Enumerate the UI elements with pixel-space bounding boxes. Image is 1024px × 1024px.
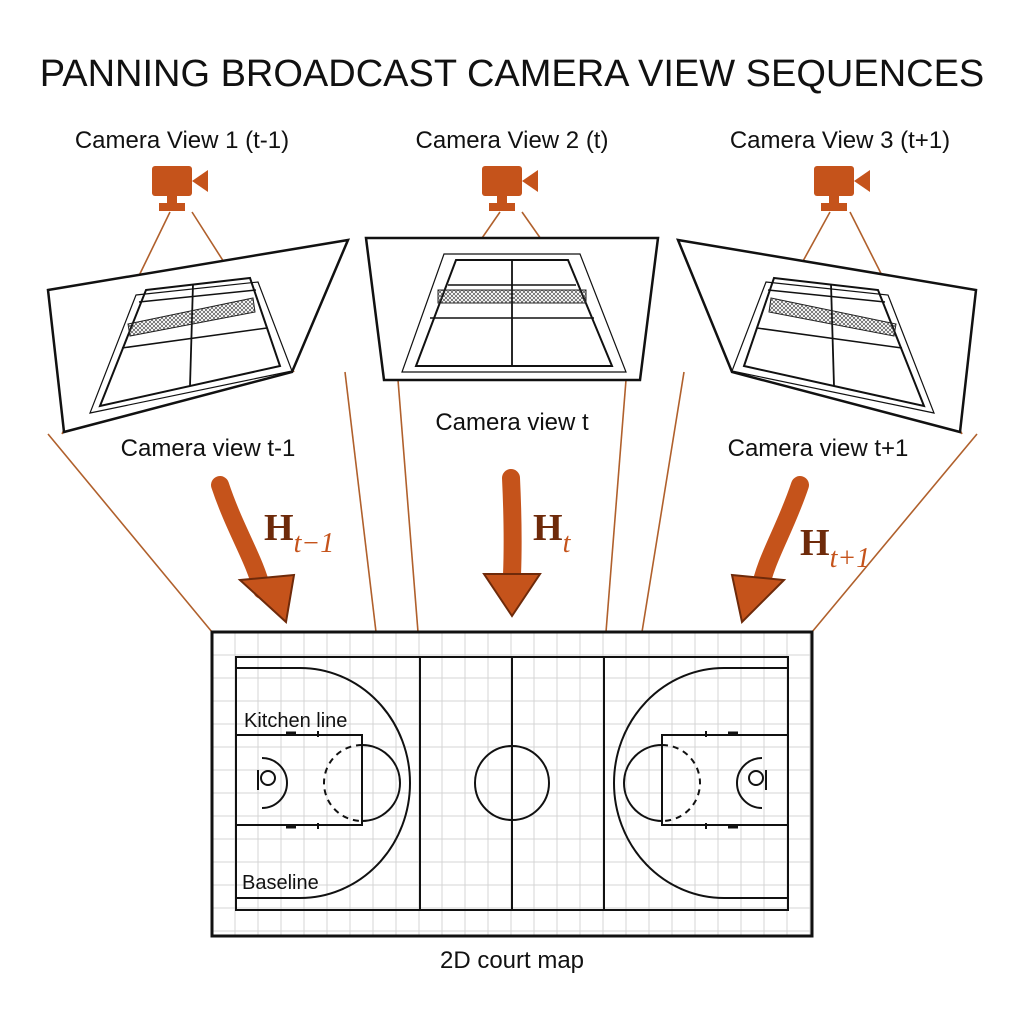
video-camera-icon <box>482 166 538 211</box>
net <box>127 297 256 337</box>
camera-3-header: Camera View 3 (t+1) <box>730 127 950 154</box>
baseline-label: Baseline <box>242 872 319 894</box>
kitchen-line-label: Kitchen line <box>244 710 347 732</box>
homography-arrow-3 <box>730 476 809 625</box>
court-map-caption: 2D court map <box>440 947 584 974</box>
camera-3-caption: Camera view t+1 <box>728 435 909 462</box>
camera-2-header: Camera View 2 (t) <box>416 127 609 154</box>
video-camera-icon <box>152 166 208 211</box>
net <box>768 297 897 337</box>
camera-2-caption: Camera view t <box>435 409 589 436</box>
video-camera-icon <box>814 166 870 211</box>
camera-1-caption: Camera view t-1 <box>121 435 296 462</box>
diagram-title: PANNING BROADCAST CAMERA VIEW SEQUENCES <box>40 53 985 95</box>
court-map <box>210 630 814 938</box>
homography-arrow-1 <box>211 476 296 624</box>
camera-view-2-frame <box>364 236 660 382</box>
homography-arrow-2 <box>482 469 542 618</box>
homography-label-2: Ht <box>533 507 572 559</box>
net <box>437 289 587 304</box>
camera-view-3-frame <box>675 238 978 434</box>
camera-view-1-frame <box>46 238 351 434</box>
homography-label-3: Ht+1 <box>800 522 870 574</box>
camera-1-header: Camera View 1 (t-1) <box>75 127 289 154</box>
homography-label-1: Ht−1 <box>264 507 334 559</box>
